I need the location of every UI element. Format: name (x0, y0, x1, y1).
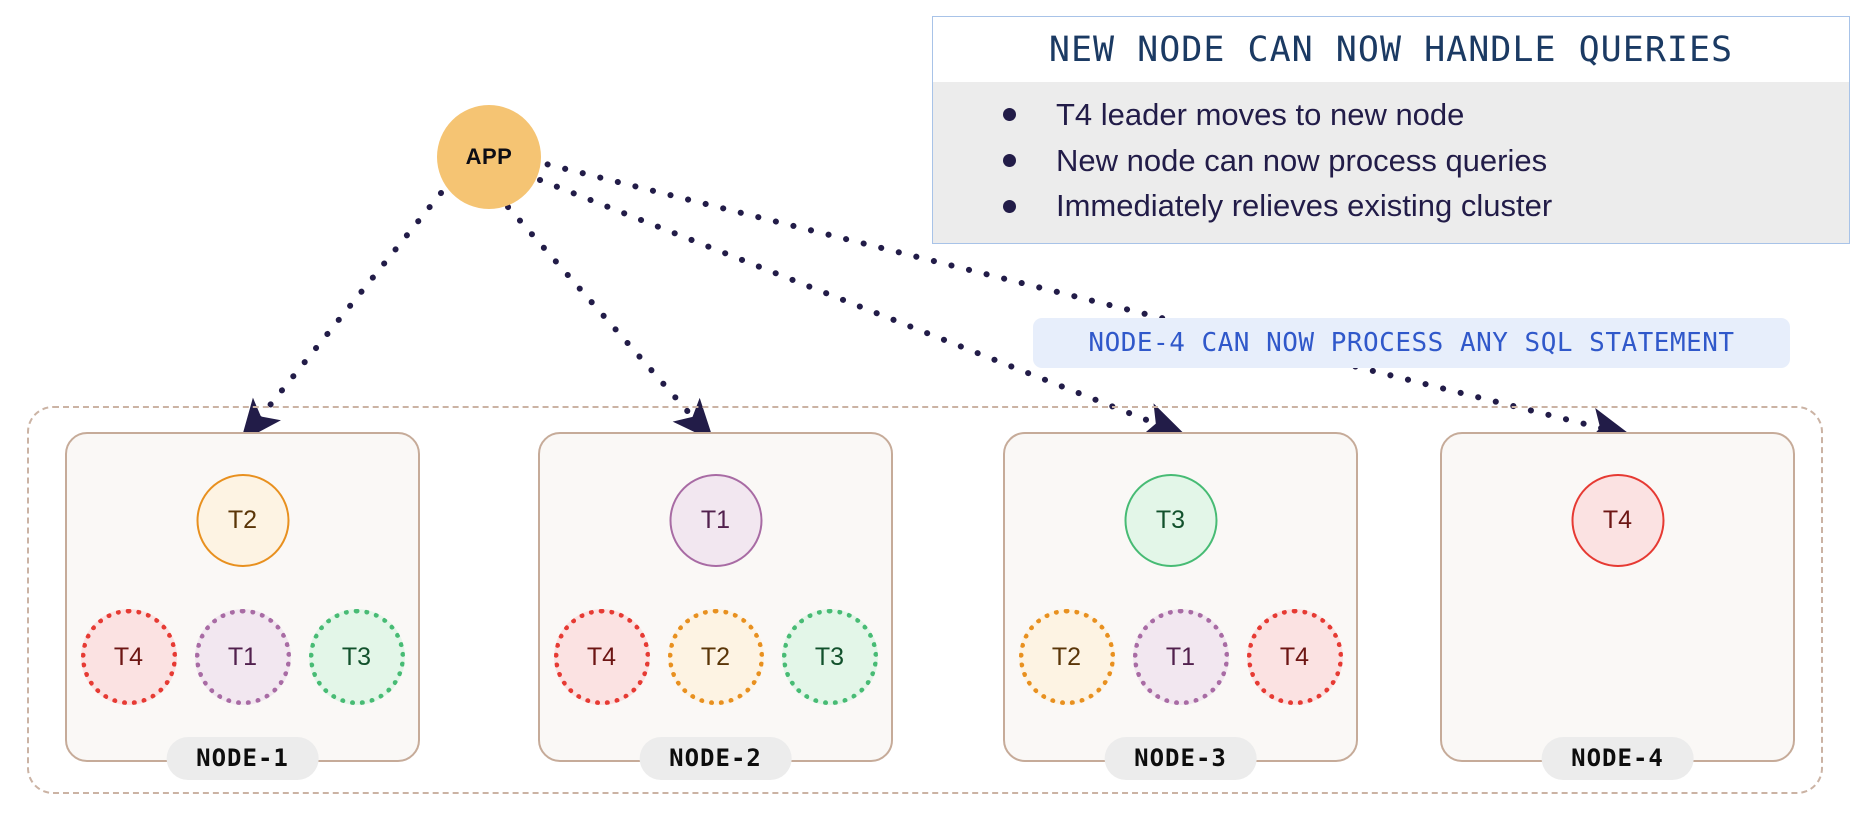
follower-replica-circle[interactable]: T2 (1018, 609, 1115, 705)
callout-banner: NODE-4 CAN NOW PROCESS ANY SQL STATEMENT (1033, 318, 1790, 368)
info-box-bullet-text: New node can now process queries (1056, 142, 1548, 178)
leader-replica-circle[interactable]: T2 (196, 474, 289, 567)
leader-replica-circle[interactable]: T3 (1124, 474, 1217, 567)
follower-replica-circle[interactable]: T4 (80, 609, 177, 705)
arrow-app-to-node-1 (240, 190, 444, 442)
replica-label: T3 (1155, 506, 1186, 534)
app-node[interactable]: APP (437, 105, 541, 209)
node-name-badge: NODE-2 (639, 737, 792, 780)
follower-replica-circle[interactable]: T1 (1132, 609, 1229, 705)
info-box: NEW NODE CAN NOW HANDLE QUERIES T4 leade… (932, 16, 1850, 245)
info-box-bullet-text: Immediately relieves existing cluster (1056, 188, 1553, 224)
cluster-container (27, 406, 1823, 794)
replica-label: T4 (1602, 506, 1633, 534)
node-box[interactable]: T1 T4 T2 T3 NODE-2 (538, 432, 893, 780)
leader-replica-circle[interactable]: T4 (1571, 474, 1664, 567)
replica-label: T2 (700, 642, 731, 671)
bullet-dot-icon (1003, 108, 1016, 122)
node-name-badge: NODE-4 (1541, 737, 1694, 780)
follower-replica-circle[interactable]: T3 (781, 609, 878, 705)
replica-label: T1 (227, 642, 258, 671)
callout-banner-text: NODE-4 CAN NOW PROCESS ANY SQL STATEMENT (1088, 328, 1735, 358)
replica-label: T2 (1051, 642, 1082, 671)
replica-label: T2 (227, 506, 258, 534)
bullet-dot-icon (1003, 199, 1016, 213)
node-name-badge: NODE-3 (1104, 737, 1257, 780)
replica-label: T1 (1165, 642, 1196, 671)
arrow-app-to-node-2 (505, 204, 714, 442)
node-box[interactable]: T4 NODE-4 (1440, 432, 1795, 780)
follower-replica-circle[interactable]: T2 (667, 609, 764, 705)
info-box-bullet-list: T4 leader moves to new node New node can… (933, 92, 1849, 229)
follower-replica-row: T4 T1 T3 (67, 609, 418, 705)
replica-label: T1 (700, 506, 731, 534)
follower-replica-row: T2 T1 T4 (1005, 609, 1356, 705)
info-box-title: NEW NODE CAN NOW HANDLE QUERIES (1048, 30, 1734, 70)
follower-replica-circle[interactable]: T4 (553, 609, 650, 705)
info-box-bullet-item: T4 leader moves to new node (933, 92, 1849, 138)
info-box-bullet-item: Immediately relieves existing cluster (933, 183, 1849, 229)
node-name-badge: NODE-1 (166, 737, 319, 780)
follower-replica-circle[interactable]: T4 (1246, 609, 1343, 705)
replica-label: T4 (586, 642, 617, 671)
follower-replica-circle[interactable]: T3 (308, 609, 405, 705)
replica-label: T4 (113, 642, 144, 671)
info-box-bullet-text: T4 leader moves to new node (1056, 97, 1465, 132)
replica-label: T4 (1279, 642, 1310, 671)
replica-label: T3 (341, 642, 372, 671)
replica-label: T3 (814, 642, 845, 671)
node-box[interactable]: T3 T2 T1 T4 NODE-3 (1003, 432, 1358, 780)
leader-replica-circle[interactable]: T1 (669, 474, 762, 567)
node-box[interactable]: T2 T4 T1 T3 NODE-1 (65, 432, 420, 780)
app-node-label: APP (465, 144, 513, 169)
info-box-bullet-item: New node can now process queries (933, 138, 1849, 184)
info-box-body: T4 leader moves to new node New node can… (933, 82, 1849, 244)
follower-replica-row: T4 T2 T3 (540, 609, 891, 705)
bullet-dot-icon (1003, 154, 1016, 167)
follower-replica-circle[interactable]: T1 (194, 609, 291, 705)
